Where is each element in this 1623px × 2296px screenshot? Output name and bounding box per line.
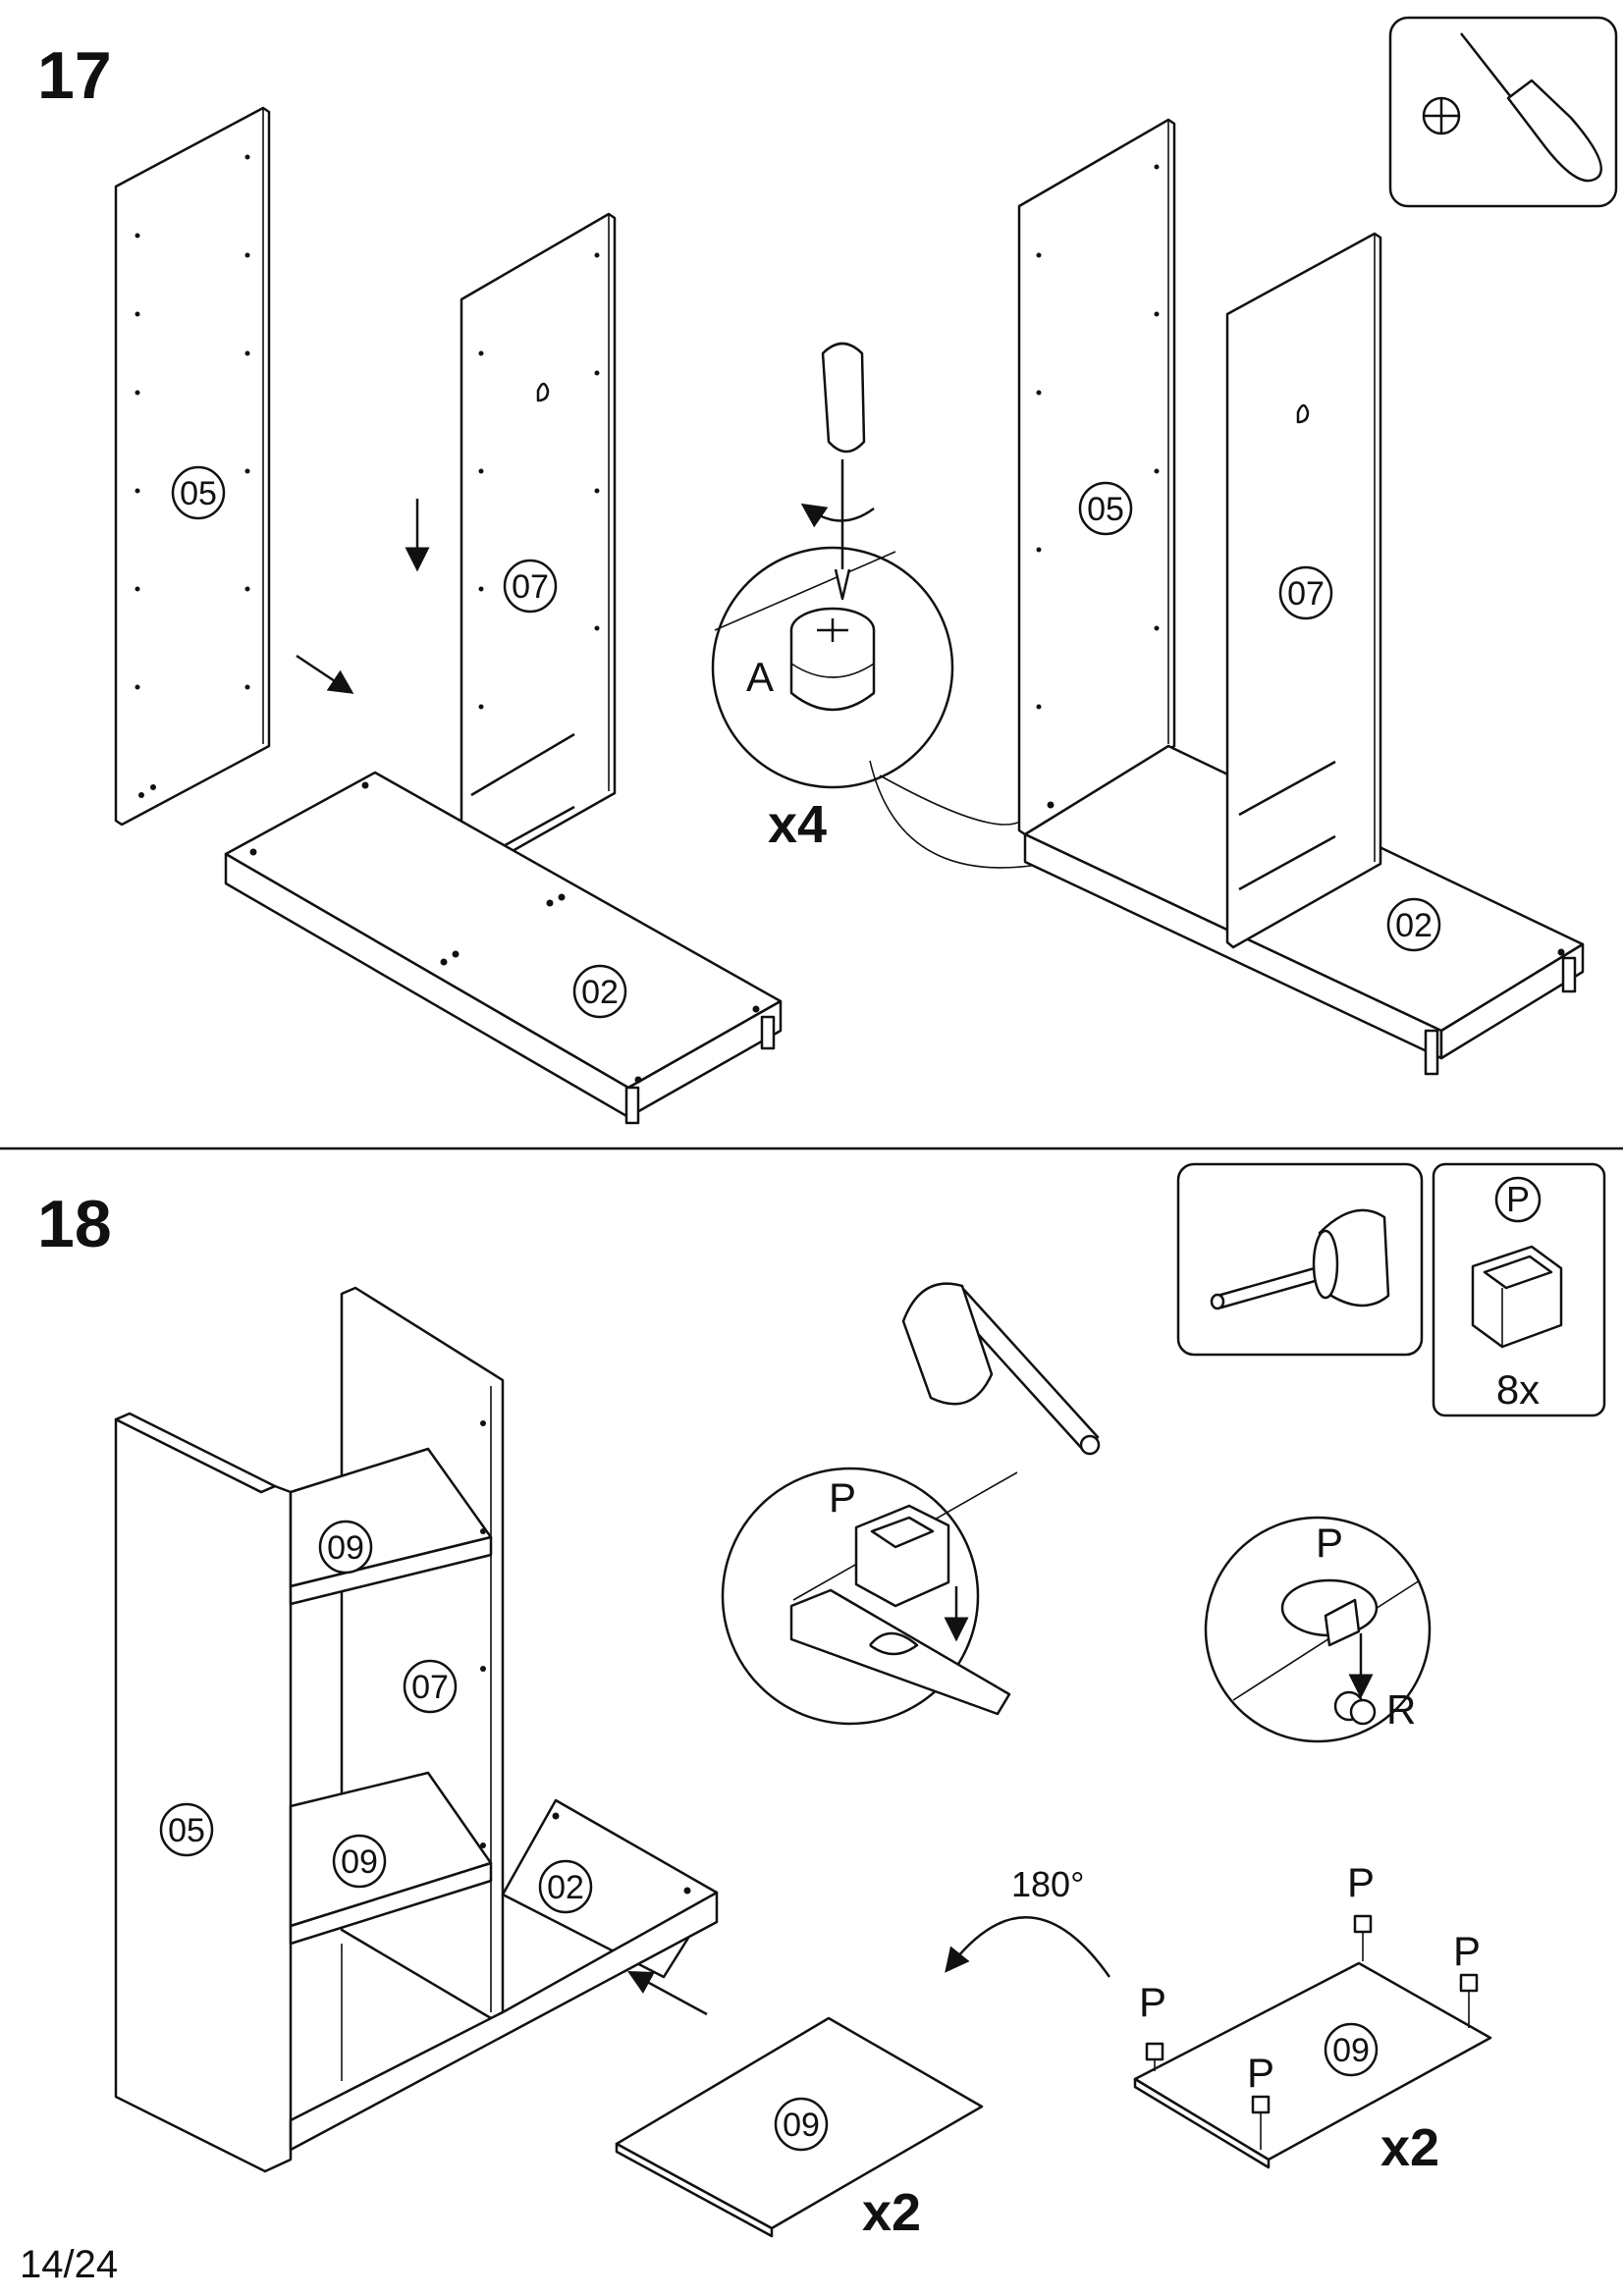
flipped-label-p-2: P (1347, 1859, 1375, 1905)
svg-text:09: 09 (783, 2107, 820, 2144)
flipped-label-p-3: P (1453, 1928, 1481, 1974)
shelf-support-icon (1471, 1245, 1563, 1349)
support-peg-3 (1459, 1973, 1479, 2028)
rotate-arrow-180-icon (945, 1916, 1111, 1978)
cam-lock-label: A (746, 654, 774, 700)
detail-right-label-p: P (1316, 1520, 1343, 1566)
part-label-05-right: 05 (1078, 481, 1133, 536)
step17-assembled-view: 05 07 02 (1017, 118, 1585, 1076)
svg-text:05: 05 (168, 1812, 205, 1849)
step-17-number: 17 (37, 38, 112, 113)
part-label-09-top: 09 (318, 1520, 373, 1575)
part-label-09-mid: 09 (332, 1834, 387, 1889)
svg-text:07: 07 (1287, 575, 1325, 613)
svg-text:09: 09 (341, 1843, 378, 1881)
base-02-left (224, 771, 783, 1125)
step-18-number: 18 (37, 1187, 112, 1261)
part-label-09-loose: 09 (774, 2097, 829, 2152)
tool-box-screwdriver (1388, 16, 1618, 208)
support-peg-2 (1353, 1914, 1373, 1961)
support-peg-4 (1251, 2095, 1271, 2150)
fitting-label: P (1506, 1179, 1530, 1219)
part-label-09-flipped: 09 (1324, 2022, 1379, 2077)
panel-05-left (114, 106, 271, 827)
part-label-07-right: 07 (1278, 565, 1333, 620)
step18-multiplier-right: x2 (1380, 2118, 1439, 2177)
svg-text:07: 07 (411, 1669, 449, 1706)
mallet-icon (1210, 1208, 1390, 1310)
cam-screw-icon (1333, 1690, 1377, 1726)
svg-text:02: 02 (1395, 907, 1433, 944)
cam-lock-icon (789, 607, 876, 712)
svg-text:05: 05 (1087, 491, 1124, 528)
panel-07-left (460, 212, 617, 879)
svg-text:02: 02 (547, 1869, 584, 1906)
step17-multiplier: x4 (768, 795, 827, 854)
page-number: 14/24 (20, 2243, 118, 2286)
arrow-join-icon (296, 654, 354, 694)
part-label-07: 07 (503, 559, 558, 614)
svg-text:09: 09 (1332, 2032, 1370, 2069)
rotation-label: 180° (1011, 1864, 1084, 1904)
part-label-02-cabinet: 02 (538, 1859, 593, 1914)
step18-multiplier-left: x2 (862, 2183, 921, 2242)
flipped-label-p-4: P (1247, 2050, 1274, 2096)
step-17: 17 (37, 16, 1618, 1125)
part-label-05-cabinet: 05 (159, 1802, 214, 1857)
step-18: 18 P 8x (37, 1162, 1606, 2242)
part-label-05: 05 (171, 465, 226, 520)
fitting-quantity: 8x (1496, 1366, 1540, 1413)
rotate-arrow-icon (800, 503, 875, 528)
rotate-180-group: 180° (945, 1864, 1111, 1978)
arrow-insert-icon (627, 1971, 708, 2016)
step17-exploded-view: 05 07 02 (114, 106, 783, 1125)
part-label-02: 02 (572, 964, 627, 1019)
removal-detail: P R (1204, 1516, 1432, 1743)
shelf-support-peg-icon (854, 1504, 950, 1608)
part-label-02-right: 02 (1386, 897, 1441, 952)
fitting-box: P 8x (1432, 1162, 1606, 1417)
screwdriver-icon (821, 342, 866, 601)
detail-right-label-r: R (1386, 1686, 1416, 1733)
svg-text:07: 07 (512, 568, 549, 606)
svg-text:02: 02 (581, 974, 619, 1011)
flipped-label-p-1: P (1139, 1979, 1166, 2025)
mallet-detail: P (721, 1282, 1101, 1726)
svg-text:05: 05 (180, 475, 217, 512)
part-label-07-cabinet: 07 (403, 1659, 458, 1714)
detail-left-label-p: P (829, 1474, 856, 1521)
tool-box-mallet (1176, 1162, 1424, 1357)
svg-text:09: 09 (327, 1529, 364, 1567)
support-peg-1 (1145, 2042, 1164, 2071)
step18-cabinet: 05 09 07 09 02 (114, 1286, 719, 2173)
flipped-shelf-09: P P P P 09 x2 (1133, 1859, 1492, 2177)
mallet-strike-icon (901, 1282, 1101, 1456)
phillips-screwdriver-icon (1422, 32, 1603, 183)
loose-shelf-09: 09 x2 (615, 1971, 984, 2242)
